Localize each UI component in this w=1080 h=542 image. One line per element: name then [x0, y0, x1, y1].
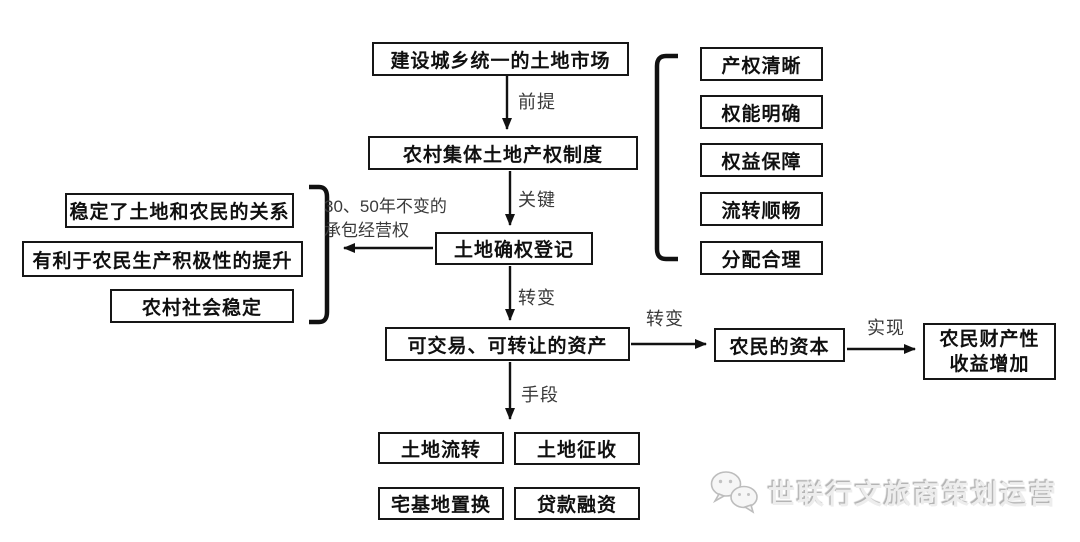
node-clear-powers: 权能明确 [700, 95, 823, 129]
edge-label-premise: 前提 [518, 92, 556, 112]
node-smooth-transfer: 流转顺畅 [700, 192, 823, 226]
edge-label-realize: 实现 [867, 318, 905, 338]
contract-rights-line-2: 承包经营权 [324, 221, 409, 240]
node-land-transfer: 土地流转 [378, 432, 504, 464]
node-farmers-capital: 农民的资本 [714, 328, 845, 362]
node-rural-social-stability: 农村社会稳定 [110, 289, 294, 323]
node-property-income-increase: 农民财产性 收益增加 [923, 323, 1056, 380]
contract-rights-line-1: 30、50年不变的 [324, 197, 447, 216]
node-rural-collective-land-property-system: 农村集体土地产权制度 [368, 136, 638, 170]
node-clear-property-rights: 产权清晰 [700, 47, 823, 81]
node-tradable-assets: 可交易、可转让的资产 [385, 327, 630, 361]
edge-label-transform-down: 转变 [518, 288, 556, 308]
bracket-right-group [654, 53, 678, 262]
watermark: 世联行文旅商策划运营 [708, 468, 1058, 516]
wechat-icon [710, 471, 758, 514]
income-line-2: 收益增加 [949, 353, 1030, 375]
node-land-rights-registration: 土地确权登记 [435, 232, 593, 265]
node-production-enthusiasm: 有利于农民生产积极性的提升 [22, 241, 303, 277]
node-unified-land-market: 建设城乡统一的土地市场 [372, 42, 629, 76]
node-loan-financing: 贷款融资 [514, 487, 640, 520]
income-line-1: 农民财产性 [939, 328, 1040, 350]
node-stable-land-farmer-relation: 稳定了土地和农民的关系 [65, 193, 294, 228]
edge-label-key: 关键 [518, 190, 556, 210]
edge-label-means: 手段 [521, 385, 559, 405]
node-rights-protection: 权益保障 [700, 143, 823, 177]
node-homestead-replacement: 宅基地置换 [378, 487, 504, 520]
node-land-expropriation: 土地征收 [514, 432, 640, 465]
node-reasonable-distribution: 分配合理 [700, 241, 823, 275]
edge-label-transform-right: 转变 [646, 309, 684, 329]
watermark-text: 世联行文旅商策划运营 [768, 479, 1058, 510]
edge-label-contract-rights: 30、50年不变的 承包经营权 [324, 195, 447, 243]
